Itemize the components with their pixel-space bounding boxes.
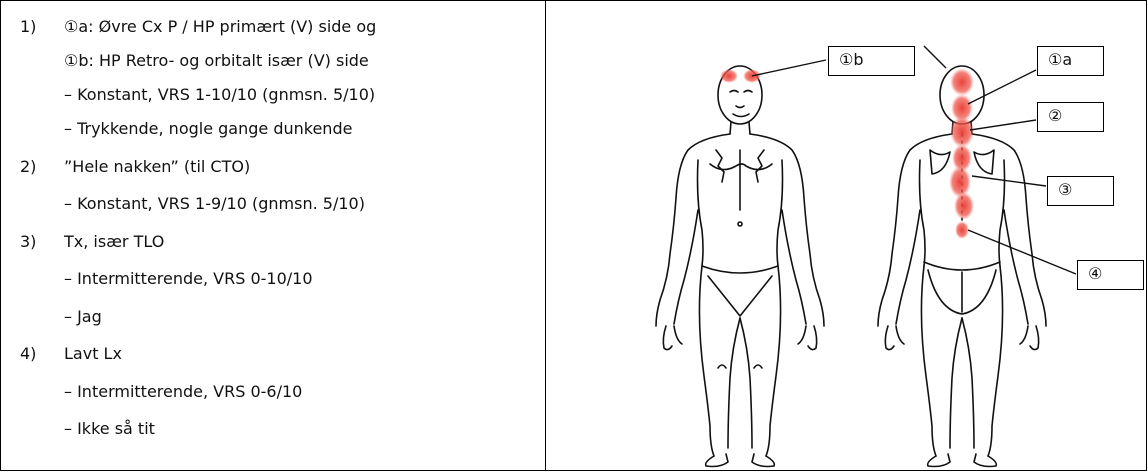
- label-box-1a: ①a: [1037, 46, 1104, 76]
- back-pain-areas: [949, 68, 974, 239]
- symptom-list: 1) ①a: Øvre Cx P / HP primært (V) side o…: [0, 0, 545, 471]
- item-number: 3): [20, 225, 36, 259]
- label-leader-lines: [752, 46, 1076, 274]
- item-text: Tx, især TLO: [64, 225, 164, 259]
- label-box-4: ④: [1077, 260, 1144, 290]
- label-box-2: ②: [1037, 102, 1104, 132]
- item-number: 1): [20, 10, 36, 44]
- label-box-1b: ①b: [828, 46, 915, 76]
- item-text: – Ikke så tit: [64, 412, 155, 446]
- item-text: ①b: HP Retro- og orbitalt især (V) side: [64, 44, 369, 78]
- label-box-3: ③: [1047, 176, 1114, 206]
- item-number: 2): [20, 150, 36, 184]
- item-text: – Jag: [64, 300, 102, 334]
- item-text: ”Hele nakken” (til CTO): [64, 150, 250, 184]
- item-text: ①a: Øvre Cx P / HP primært (V) side og: [64, 10, 376, 44]
- item-text: – Trykkende, nogle gange dunkende: [64, 112, 352, 146]
- front-body-figure: [656, 66, 824, 467]
- body-chart: ①b ①a ② ③ ④: [546, 0, 1147, 471]
- item-text: – Konstant, VRS 1-10/10 (gnmsn. 5/10): [64, 78, 375, 112]
- item-number: 4): [20, 337, 36, 371]
- item-text: – Intermitterende, VRS 0-6/10: [64, 375, 302, 409]
- item-text: Lavt Lx: [64, 337, 122, 371]
- item-text: – Intermitterende, VRS 0-10/10: [64, 262, 313, 296]
- item-text: – Konstant, VRS 1-9/10 (gnmsn. 5/10): [64, 187, 365, 221]
